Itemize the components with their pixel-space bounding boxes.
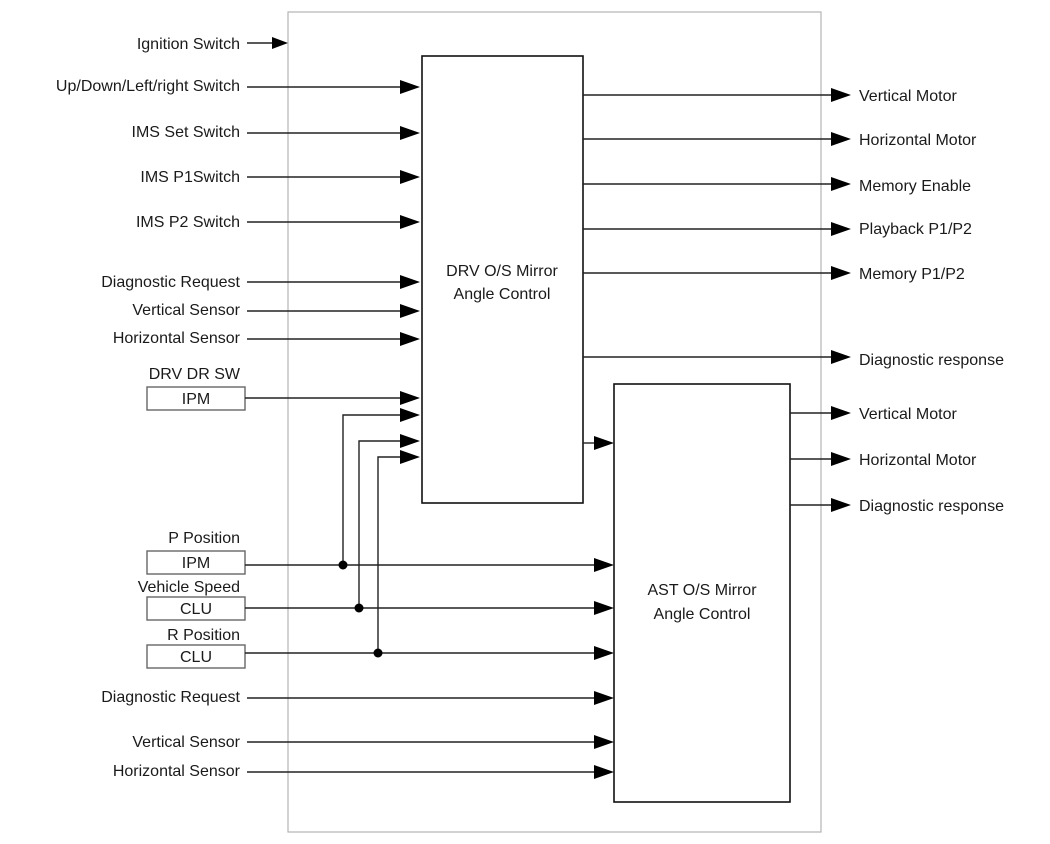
arrow-icon bbox=[400, 275, 420, 289]
arrow-icon bbox=[831, 350, 851, 364]
ast-mirror-control-block: AST O/S Mirror Angle Control bbox=[613, 383, 791, 803]
output-ast-vertical-motor: Vertical Motor bbox=[790, 406, 957, 423]
arrow-icon bbox=[831, 88, 851, 102]
drv-mirror-control-block: DRV O/S Mirror Angle Control bbox=[421, 55, 584, 504]
input-ast-diagnostic-request: Diagnostic Request bbox=[101, 689, 614, 706]
output-label: Diagnostic response bbox=[859, 498, 1004, 515]
input-diagnostic-request: Diagnostic Request bbox=[101, 274, 420, 291]
input-vehicle-speed: Vehicle Speed CLU bbox=[138, 434, 614, 621]
output-label: Horizontal Motor bbox=[859, 452, 977, 469]
input-horizontal-sensor: Horizontal Sensor bbox=[113, 330, 420, 347]
signal-label: DRV DR SW bbox=[149, 366, 241, 383]
arrow-icon bbox=[400, 126, 420, 140]
ast-inputs: Diagnostic Request Vertical Sensor Horiz… bbox=[101, 689, 614, 780]
arrow-icon bbox=[400, 80, 420, 94]
arrow-icon bbox=[594, 765, 614, 779]
arrow-icon bbox=[400, 332, 420, 346]
arrow-icon bbox=[831, 222, 851, 236]
input-label: Horizontal Sensor bbox=[113, 330, 241, 347]
signal-label: P Position bbox=[168, 530, 240, 547]
arrow-icon bbox=[594, 558, 614, 572]
shared-inputs: P Position IPM Vehicle Speed CLU R Posit… bbox=[138, 408, 614, 669]
output-label: Memory P1/P2 bbox=[859, 266, 965, 283]
input-updown-switch: Up/Down/Left/right Switch bbox=[56, 78, 420, 95]
signal-label: R Position bbox=[167, 627, 240, 644]
arrow-icon bbox=[831, 498, 851, 512]
input-label: Vertical Sensor bbox=[132, 302, 240, 319]
source-label: CLU bbox=[180, 649, 212, 666]
input-p-position: P Position IPM bbox=[146, 408, 614, 575]
signal-label: Vehicle Speed bbox=[138, 579, 240, 596]
arrow-icon bbox=[400, 391, 420, 405]
arrow-icon bbox=[831, 132, 851, 146]
input-drv-door-switch: DRV DR SW IPM bbox=[146, 366, 420, 411]
input-ignition-switch: Ignition Switch bbox=[137, 36, 288, 53]
input-label: Diagnostic Request bbox=[101, 274, 240, 291]
arrow-icon bbox=[400, 434, 420, 448]
input-label: IMS P1Switch bbox=[140, 169, 240, 186]
ast-outputs: Vertical Motor Horizontal Motor Diagnost… bbox=[790, 406, 1004, 515]
output-label: Vertical Motor bbox=[859, 406, 957, 423]
input-label: Up/Down/Left/right Switch bbox=[56, 78, 240, 95]
arrow-icon bbox=[594, 691, 614, 705]
input-label: Ignition Switch bbox=[137, 36, 240, 53]
input-ims-set-switch: IMS Set Switch bbox=[132, 124, 420, 141]
input-ims-p2-switch: IMS P2 Switch bbox=[136, 214, 420, 231]
output-playback-p1-p2: Playback P1/P2 bbox=[583, 221, 972, 238]
arrow-icon bbox=[594, 735, 614, 749]
input-r-position: R Position CLU bbox=[146, 450, 614, 669]
source-box-ipm bbox=[146, 550, 246, 575]
input-label: Horizontal Sensor bbox=[113, 763, 241, 780]
source-label: IPM bbox=[182, 555, 210, 572]
ast-block-title-line1: AST O/S Mirror bbox=[647, 582, 757, 599]
arrow-icon bbox=[400, 304, 420, 318]
input-label: IMS P2 Switch bbox=[136, 214, 240, 231]
arrow-icon bbox=[594, 646, 614, 660]
output-horizontal-motor: Horizontal Motor bbox=[583, 132, 977, 149]
arrow-icon bbox=[831, 266, 851, 280]
input-vertical-sensor: Vertical Sensor bbox=[132, 302, 420, 319]
junction-dot bbox=[338, 560, 348, 570]
input-ast-vertical-sensor: Vertical Sensor bbox=[132, 734, 614, 751]
ast-block-title-line2: Angle Control bbox=[654, 606, 751, 623]
output-label: Vertical Motor bbox=[859, 88, 957, 105]
input-label: Diagnostic Request bbox=[101, 689, 240, 706]
arrow-icon bbox=[831, 177, 851, 191]
output-vertical-motor: Vertical Motor bbox=[583, 88, 957, 105]
junction-dot bbox=[373, 648, 383, 658]
output-label: Playback P1/P2 bbox=[859, 221, 972, 238]
output-ast-horizontal-motor: Horizontal Motor bbox=[790, 452, 977, 469]
drv-inputs: Up/Down/Left/right Switch IMS Set Switch… bbox=[56, 78, 420, 347]
module-frame bbox=[287, 11, 822, 833]
arrow-icon bbox=[400, 408, 420, 422]
output-memory-enable: Memory Enable bbox=[583, 177, 971, 195]
drv-block-title-line2: Angle Control bbox=[454, 286, 551, 303]
drv-block-title-line1: DRV O/S Mirror bbox=[446, 263, 558, 280]
arrow-icon bbox=[831, 406, 851, 420]
source-box-clu bbox=[146, 644, 246, 669]
input-label: IMS Set Switch bbox=[132, 124, 240, 141]
arrow-icon bbox=[594, 436, 614, 450]
input-label: Vertical Sensor bbox=[132, 734, 240, 751]
drv-outputs: Vertical Motor Horizontal Motor Memory E… bbox=[583, 88, 1004, 369]
arrow-icon bbox=[400, 215, 420, 229]
output-label: Memory Enable bbox=[859, 178, 971, 195]
output-ast-diagnostic-response: Diagnostic response bbox=[790, 498, 1004, 515]
source-label: CLU bbox=[180, 601, 212, 618]
input-ast-horizontal-sensor: Horizontal Sensor bbox=[113, 763, 614, 780]
arrow-icon bbox=[400, 170, 420, 184]
arrow-icon bbox=[272, 37, 288, 49]
output-diagnostic-response: Diagnostic response bbox=[583, 350, 1004, 369]
source-label: IPM bbox=[182, 391, 210, 408]
arrow-icon bbox=[594, 601, 614, 615]
output-label: Diagnostic response bbox=[859, 352, 1004, 369]
junction-dot bbox=[354, 603, 364, 613]
arrow-icon bbox=[831, 452, 851, 466]
output-memory-p1-p2: Memory P1/P2 bbox=[583, 266, 965, 283]
output-label: Horizontal Motor bbox=[859, 132, 977, 149]
drv-to-ast-link bbox=[583, 436, 614, 450]
input-ims-p1-switch: IMS P1Switch bbox=[140, 169, 420, 186]
arrow-icon bbox=[400, 450, 420, 464]
